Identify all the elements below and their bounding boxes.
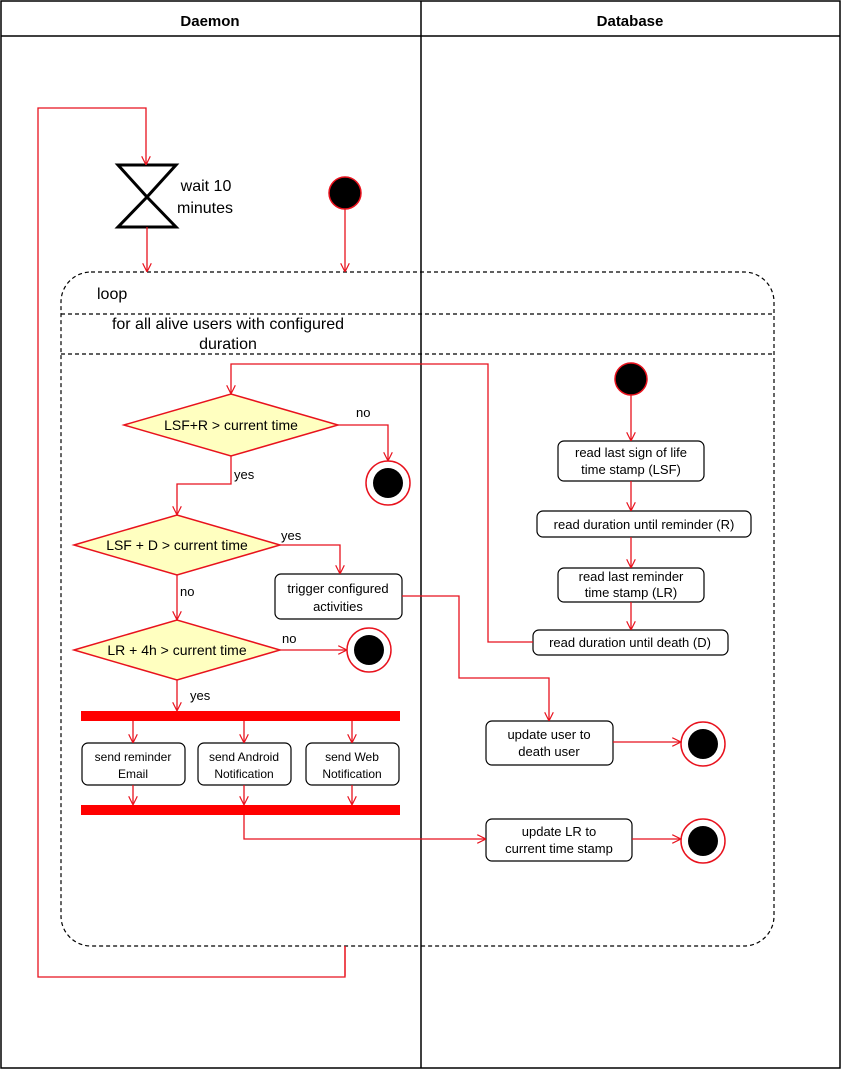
decision-lr-4h: LR + 4h > current time — [71, 619, 283, 681]
loop-condition-line1: for all alive users with configured — [112, 316, 344, 333]
action-read-lsf: read last sign of life time stamp (LSF) — [557, 440, 705, 482]
join-bar — [81, 805, 400, 815]
final-node-1 — [365, 460, 411, 506]
initial-node-daemon — [328, 176, 362, 210]
wait-label-line1: wait 10 — [180, 178, 232, 195]
action-trigger-activities: trigger configured activities — [274, 573, 403, 620]
edge-decision1-no — [338, 424, 388, 460]
decision-lsf-d: LSF + D > current time — [71, 514, 283, 576]
loop-condition-line2: duration — [199, 336, 257, 353]
action-read-lsf-line1: read last sign of life — [575, 445, 687, 460]
action-update-death-line2: death user — [518, 744, 580, 759]
action-read-r-line1: read duration until reminder (R) — [554, 517, 735, 532]
action-read-d-line1: read duration until death (D) — [549, 635, 711, 650]
guard-d3-no: no — [282, 631, 296, 646]
action-trigger-line1: trigger configured — [287, 581, 388, 596]
final-node-2 — [346, 627, 392, 673]
lane-title-database: Database — [597, 13, 664, 30]
action-send-email: send reminder Email — [81, 742, 186, 786]
fork-bar — [81, 711, 400, 721]
action-update-death: update user to death user — [485, 720, 614, 766]
action-read-lr-line2: time stamp (LR) — [585, 585, 677, 600]
action-update-lr-line2: current time stamp — [505, 841, 613, 856]
action-send-android: send Android Notification — [197, 742, 292, 786]
flow-edges — [37, 107, 680, 978]
action-update-lr: update LR to current time stamp — [485, 818, 633, 862]
edge-decision1-yes — [177, 456, 232, 514]
action-update-death-line1: update user to — [507, 727, 590, 742]
loop-fragment: loop for all alive users with configured… — [60, 271, 775, 947]
hourglass-icon: wait 10 minutes — [114, 163, 233, 229]
action-send-email-line1: send reminder — [95, 750, 172, 764]
decision-lsf-r-label: LSF+R > current time — [164, 417, 298, 433]
action-send-web-line2: Notification — [322, 767, 381, 781]
guard-d2-no: no — [180, 584, 194, 599]
final-node-4 — [680, 818, 726, 864]
action-update-lr-line1: update LR to — [522, 824, 596, 839]
action-send-email-line2: Email — [118, 767, 148, 781]
loop-keyword: loop — [97, 286, 127, 303]
decision-lsf-r: LSF+R > current time — [121, 393, 341, 457]
loop-frame — [60, 271, 775, 947]
edge-join-to-update-lr — [243, 815, 485, 839]
wait-label-line2: minutes — [177, 200, 233, 217]
action-trigger-line2: activities — [313, 599, 363, 614]
edge-d-to-decision1 — [231, 363, 533, 643]
action-send-android-line2: Notification — [214, 767, 273, 781]
edge-decision2-yes — [280, 544, 340, 573]
edge-trigger-to-update-death — [402, 595, 549, 720]
decision-lsf-d-label: LSF + D > current time — [106, 537, 248, 553]
guard-d1-no: no — [356, 405, 370, 420]
action-read-r: read duration until reminder (R) — [536, 510, 752, 538]
action-send-android-line1: send Android — [209, 750, 279, 764]
lane-title-daemon: Daemon — [180, 13, 239, 30]
action-send-web-line1: send Web — [325, 750, 379, 764]
action-read-lr: read last reminder time stamp (LR) — [557, 567, 705, 603]
decision-lr-4h-label: LR + 4h > current time — [107, 642, 247, 658]
action-read-lsf-line2: time stamp (LSF) — [581, 462, 681, 477]
action-send-web: send Web Notification — [305, 742, 400, 786]
edge-return-to-wait — [37, 107, 346, 978]
guard-d2-yes: yes — [281, 528, 302, 543]
action-read-lr-line1: read last reminder — [579, 569, 684, 584]
action-read-d: read duration until death (D) — [532, 629, 729, 656]
final-node-3 — [680, 721, 726, 767]
initial-node-database — [614, 362, 648, 396]
guard-d3-yes: yes — [190, 688, 211, 703]
guard-d1-yes: yes — [234, 467, 255, 482]
